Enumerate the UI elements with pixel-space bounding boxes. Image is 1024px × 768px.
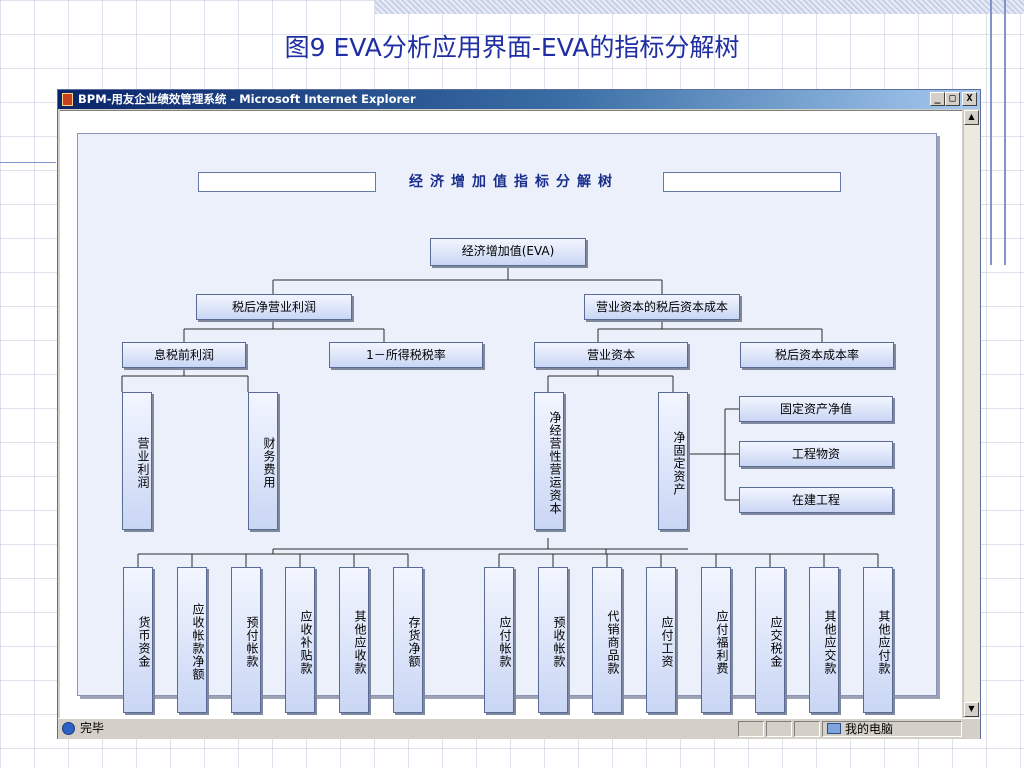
node-prepayments[interactable]: 预付帐款 bbox=[231, 567, 261, 713]
node-accounts-receivable[interactable]: 应收帐款净额 bbox=[177, 567, 207, 713]
ie-app-icon bbox=[62, 93, 73, 106]
node-capital-cost-rate[interactable]: 税后资本成本率 bbox=[740, 342, 894, 368]
node-capital-cost[interactable]: 营业资本的税后资本成本 bbox=[584, 294, 740, 320]
slide-decoration-line bbox=[0, 162, 56, 163]
node-operating-profit[interactable]: 营业利润 bbox=[122, 392, 152, 530]
status-text: 完毕 bbox=[80, 721, 105, 735]
ie-page-icon bbox=[62, 722, 75, 735]
close-button[interactable]: X bbox=[962, 92, 977, 106]
node-subsidy-receivable[interactable]: 应收补贴款 bbox=[285, 567, 315, 713]
node-inventory[interactable]: 存货净额 bbox=[393, 567, 423, 713]
node-nopat[interactable]: 税后净营业利润 bbox=[196, 294, 352, 320]
node-consignment-payable[interactable]: 代销商品款 bbox=[592, 567, 622, 713]
window-titlebar[interactable]: BPM-用友企业绩效管理系统 - Microsoft Internet Expl… bbox=[58, 90, 980, 109]
scroll-down-button[interactable]: ▼ bbox=[964, 702, 979, 717]
node-financial-expense[interactable]: 财务费用 bbox=[248, 392, 278, 530]
browser-content: 经济增加值指标分解树 bbox=[60, 110, 962, 719]
node-accounts-payable[interactable]: 应付帐款 bbox=[484, 567, 514, 713]
ie-window: BPM-用友企业绩效管理系统 - Microsoft Internet Expl… bbox=[57, 89, 981, 739]
status-bar: 完毕 我的电脑 bbox=[58, 718, 980, 739]
slide-decoration-bar bbox=[375, 0, 1024, 14]
header-rule-left bbox=[198, 172, 376, 192]
status-cell bbox=[738, 721, 764, 737]
node-cash[interactable]: 货币资金 bbox=[123, 567, 153, 713]
status-cell bbox=[766, 721, 792, 737]
node-tax-rate[interactable]: 1－所得税税率 bbox=[329, 342, 483, 368]
node-ebit[interactable]: 息税前利润 bbox=[122, 342, 246, 368]
node-taxes-payable[interactable]: 应交税金 bbox=[755, 567, 785, 713]
computer-icon bbox=[827, 723, 841, 734]
tree-title: 经济增加值指标分解树 bbox=[409, 174, 619, 190]
node-construction-in-progress[interactable]: 在建工程 bbox=[739, 487, 893, 513]
window-title: BPM-用友企业绩效管理系统 - Microsoft Internet Expl… bbox=[78, 92, 416, 106]
node-welfare-payable[interactable]: 应付福利费 bbox=[701, 567, 731, 713]
slide-decoration-line bbox=[990, 0, 992, 265]
maximize-button[interactable]: □ bbox=[945, 92, 960, 106]
scroll-up-button[interactable]: ▲ bbox=[964, 110, 979, 125]
tree-connectors bbox=[121, 266, 879, 567]
status-cell bbox=[794, 721, 820, 737]
slide-title: 图9 EVA分析应用界面-EVA的指标分解树 bbox=[284, 33, 740, 62]
node-fixed-asset-net[interactable]: 固定资产净值 bbox=[739, 396, 893, 422]
node-other-receivables[interactable]: 其他应收款 bbox=[339, 567, 369, 713]
node-net-working-capital[interactable]: 净经营性营运资本 bbox=[534, 392, 564, 530]
slide-decoration-line bbox=[1004, 0, 1006, 265]
header-rule-right bbox=[663, 172, 841, 192]
node-engineering-materials[interactable]: 工程物资 bbox=[739, 441, 893, 467]
node-other-payables[interactable]: 其他应付款 bbox=[863, 567, 893, 713]
node-wages-payable[interactable]: 应付工资 bbox=[646, 567, 676, 713]
eva-tree-panel: 经济增加值指标分解树 bbox=[77, 133, 937, 713]
node-other-payables-due[interactable]: 其他应交款 bbox=[809, 567, 839, 713]
vertical-scrollbar[interactable]: ▲ ▼ bbox=[963, 110, 980, 718]
node-operating-capital[interactable]: 营业资本 bbox=[534, 342, 688, 368]
node-advances-received[interactable]: 预收帐款 bbox=[538, 567, 568, 713]
minimize-button[interactable]: _ bbox=[930, 92, 945, 106]
zone-panel: 我的电脑 bbox=[822, 721, 962, 737]
zone-text: 我的电脑 bbox=[845, 722, 894, 736]
node-eva-root[interactable]: 经济增加值(EVA) bbox=[430, 238, 586, 266]
node-net-fixed-assets[interactable]: 净固定资产 bbox=[658, 392, 688, 530]
